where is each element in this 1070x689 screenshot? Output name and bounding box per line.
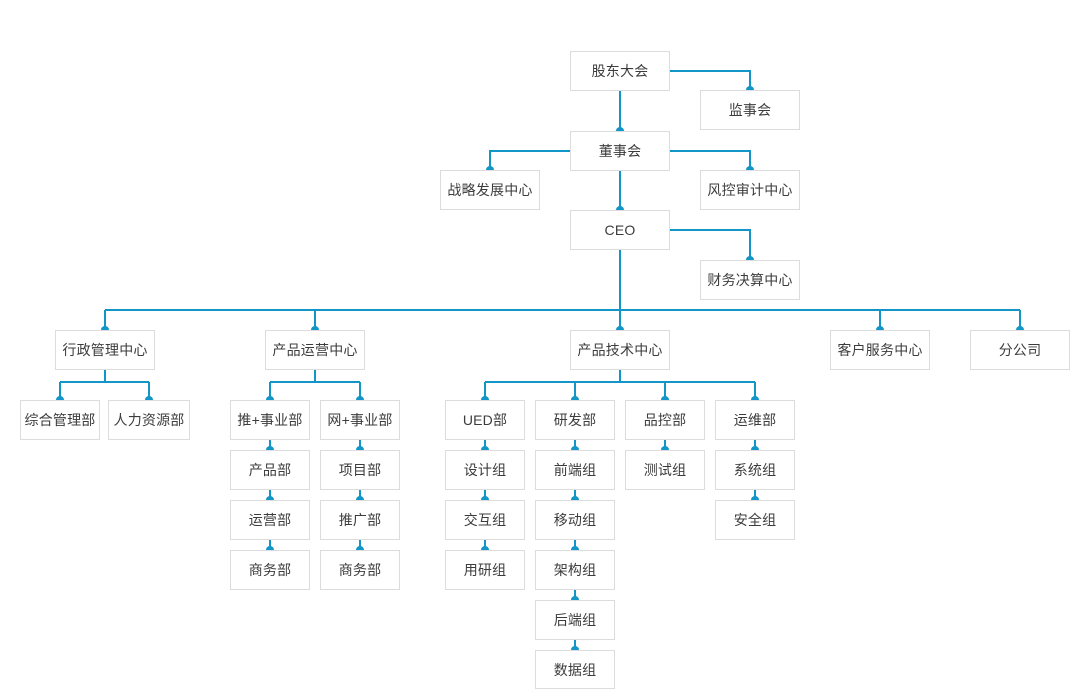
org-node-promo_dept[interactable]: 推广部	[320, 500, 400, 540]
org-node-label: 项目部	[338, 462, 382, 478]
org-node-security_grp[interactable]: 安全组	[715, 500, 795, 540]
org-node-wang_bu[interactable]: 网+事业部	[320, 400, 400, 440]
org-node-label: 前端组	[553, 462, 597, 478]
org-node-ceo[interactable]: CEO	[570, 210, 670, 250]
org-node-prodtech[interactable]: 产品技术中心	[570, 330, 670, 370]
org-node-mobile_grp[interactable]: 移动组	[535, 500, 615, 540]
org-node-label: 董事会	[598, 143, 642, 159]
org-node-label: CEO	[604, 222, 636, 238]
org-node-label: 架构组	[553, 562, 597, 578]
org-node-ops_dept[interactable]: 运营部	[230, 500, 310, 540]
org-node-label: 用研组	[463, 562, 507, 578]
org-node-label: 研发部	[553, 412, 597, 428]
org-node-prodops[interactable]: 产品运营中心	[265, 330, 365, 370]
org-node-board[interactable]: 董事会	[570, 131, 670, 171]
org-node-backend_grp[interactable]: 后端组	[535, 600, 615, 640]
org-node-label: 产品部	[248, 462, 292, 478]
org-node-label: 分公司	[998, 342, 1042, 358]
org-node-ued[interactable]: UED部	[445, 400, 525, 440]
org-node-biz_dept_a[interactable]: 商务部	[230, 550, 310, 590]
org-node-label: 交互组	[463, 512, 507, 528]
org-node-label: 行政管理中心	[62, 342, 148, 358]
org-node-label: 风控审计中心	[707, 182, 793, 198]
org-node-riskaudit[interactable]: 风控审计中心	[700, 170, 800, 210]
org-node-strategy[interactable]: 战略发展中心	[440, 170, 540, 210]
org-node-admin[interactable]: 行政管理中心	[55, 330, 155, 370]
org-node-tui_bu[interactable]: 推+事业部	[230, 400, 310, 440]
org-node-product_dept[interactable]: 产品部	[230, 450, 310, 490]
org-node-label: 运维部	[733, 412, 777, 428]
org-node-label: 品控部	[643, 412, 687, 428]
org-node-label: 系统组	[733, 462, 777, 478]
org-node-shareholders[interactable]: 股东大会	[570, 51, 670, 91]
org-node-qa[interactable]: 品控部	[625, 400, 705, 440]
org-node-system_grp[interactable]: 系统组	[715, 450, 795, 490]
org-node-rnd[interactable]: 研发部	[535, 400, 615, 440]
org-node-label: 移动组	[553, 512, 597, 528]
org-node-label: 设计组	[463, 462, 507, 478]
org-node-research_grp[interactable]: 用研组	[445, 550, 525, 590]
org-node-data_grp[interactable]: 数据组	[535, 650, 615, 689]
org-node-label: 综合管理部	[24, 412, 96, 428]
org-node-interaction_grp[interactable]: 交互组	[445, 500, 525, 540]
org-node-label: UED部	[462, 412, 508, 428]
org-node-label: 数据组	[553, 661, 597, 678]
org-node-label: 战略发展中心	[447, 182, 533, 198]
org-node-design_grp[interactable]: 设计组	[445, 450, 525, 490]
org-node-arch_grp[interactable]: 架构组	[535, 550, 615, 590]
org-node-label: 推+事业部	[237, 412, 303, 428]
org-node-label: 监事会	[728, 102, 772, 118]
org-node-supervisors[interactable]: 监事会	[700, 90, 800, 130]
org-node-customer[interactable]: 客户服务中心	[830, 330, 930, 370]
org-node-general_mgmt[interactable]: 综合管理部	[20, 400, 100, 440]
org-node-label: 测试组	[643, 462, 687, 478]
org-node-label: 产品运营中心	[272, 342, 358, 358]
org-node-label: 客户服务中心	[837, 342, 923, 358]
org-node-label: 商务部	[338, 562, 382, 578]
org-node-test_grp[interactable]: 测试组	[625, 450, 705, 490]
org-node-label: 安全组	[733, 512, 777, 528]
org-node-label: 商务部	[248, 562, 292, 578]
org-node-label: 财务决算中心	[707, 272, 793, 288]
org-node-label: 后端组	[553, 612, 597, 628]
org-node-branch[interactable]: 分公司	[970, 330, 1070, 370]
org-node-label: 人力资源部	[113, 412, 185, 428]
org-node-project_dept[interactable]: 项目部	[320, 450, 400, 490]
org-node-hr[interactable]: 人力资源部	[108, 400, 190, 440]
org-node-finance[interactable]: 财务决算中心	[700, 260, 800, 300]
org-node-label: 推广部	[338, 512, 382, 528]
org-node-devops[interactable]: 运维部	[715, 400, 795, 440]
org-node-label: 产品技术中心	[577, 342, 663, 358]
org-node-biz_dept_b[interactable]: 商务部	[320, 550, 400, 590]
org-node-label: 运营部	[248, 512, 292, 528]
org-node-frontend_grp[interactable]: 前端组	[535, 450, 615, 490]
org-node-label: 股东大会	[591, 63, 649, 79]
org-node-label: 网+事业部	[327, 412, 393, 428]
